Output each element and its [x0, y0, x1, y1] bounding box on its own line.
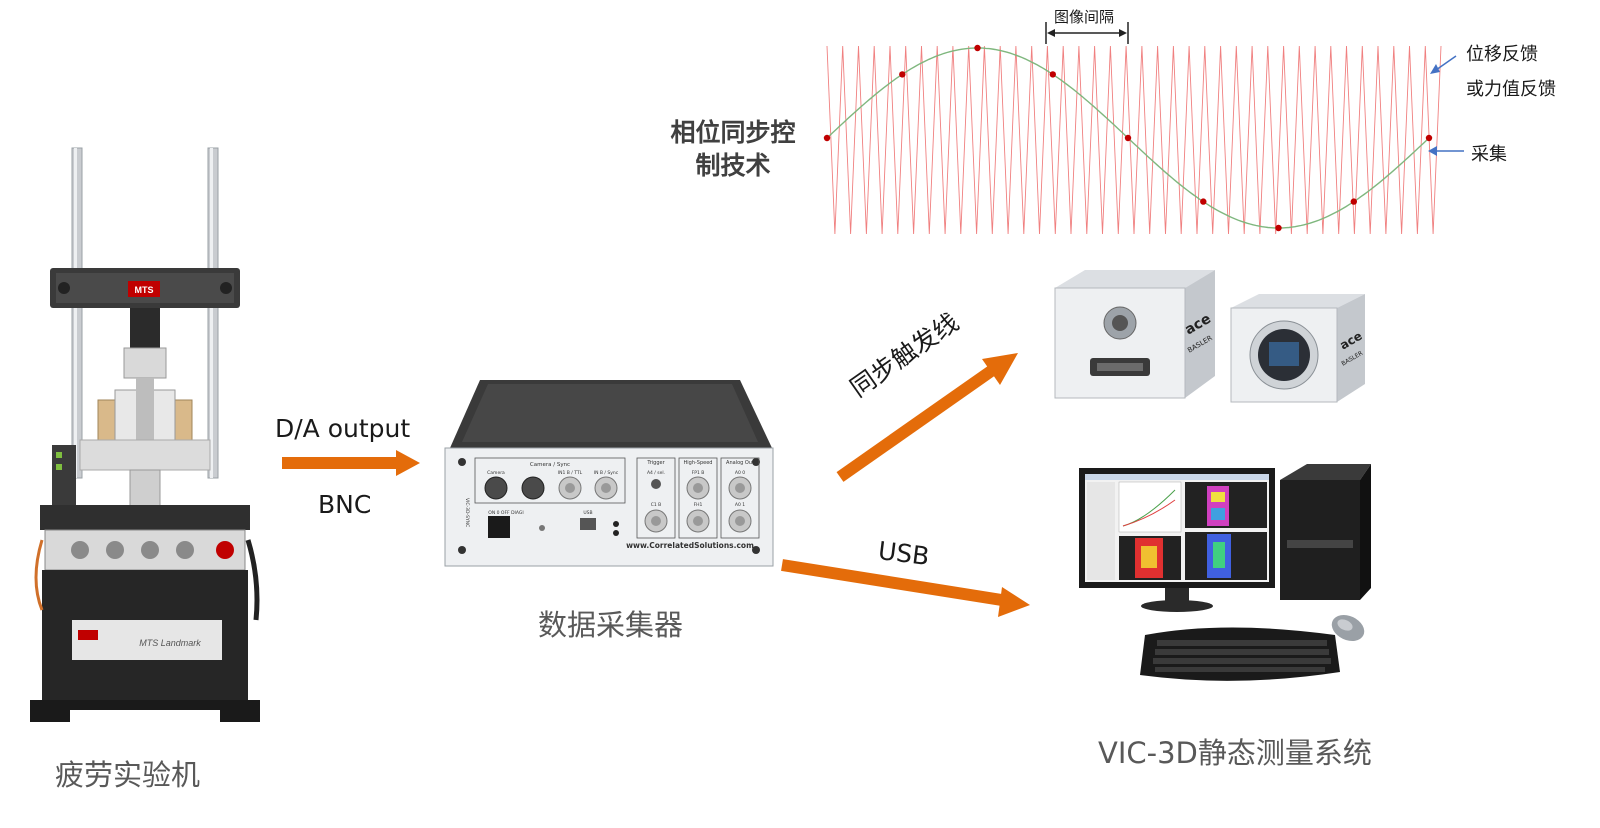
acquisition-point [1350, 198, 1357, 205]
daq-side-text: VIC-3D-SYNC [464, 498, 470, 527]
daq-caption: 数据采集器 [538, 608, 684, 642]
camera-rear: ace BASLER [1225, 292, 1375, 407]
daq-port-camera: Camera [487, 470, 505, 476]
fatigue-machine-caption: 疲劳实验机 [55, 758, 201, 792]
waveform-title: 相位同步控制技术 [670, 118, 796, 180]
bnc-label: BNC [318, 490, 372, 519]
acquisition-point [1049, 71, 1056, 78]
acquisition-point [1425, 134, 1433, 142]
daq-group-camera: Camera / Sync [530, 462, 570, 468]
computer-system [1075, 460, 1375, 705]
mts-landmark-text: MTS Landmark [139, 638, 201, 648]
acquisition-point [1124, 134, 1132, 142]
feedback-label-line1: 位移反馈 [1466, 44, 1538, 65]
feedback-label-line2: 或力值反馈 [1466, 79, 1556, 100]
daq-trigger-b: C1 B [651, 502, 662, 508]
daq-hs-top: FP1 B [692, 470, 705, 476]
image-interval-bracket [1044, 20, 1130, 46]
fatigue-testing-machine: MTS MTS Landmark [20, 140, 270, 740]
acquisition-label: 采集 [1471, 144, 1507, 165]
arrow-daq-to-computer [780, 555, 1035, 620]
daq-group-analog: Analog Out [726, 460, 754, 466]
system-caption: VIC-3D静态测量系统 [1098, 736, 1372, 770]
daq-hs-bottom: FH1 [694, 502, 703, 508]
acquisition-point [1275, 224, 1282, 232]
daq-group-trigger: Trigger [646, 460, 665, 466]
daq-website: www.CorrelatedSolutions.com [626, 541, 754, 550]
arrow-daq-to-cameras [832, 345, 1022, 490]
usb-label: USB [876, 536, 931, 572]
da-output-label: D/A output [275, 414, 411, 443]
camera-front: ace BASLER [1045, 268, 1225, 408]
carrier-zigzag [826, 45, 1442, 235]
daq-port-sync: IN B / Sync [594, 470, 619, 476]
acquisition-point [974, 44, 981, 52]
daq-group-highspeed: High-Speed [684, 460, 713, 466]
daq-usb-label: USB [583, 510, 592, 516]
mts-badge-text: MTS [135, 285, 154, 295]
callout-arrows [1426, 50, 1466, 160]
daq-port-in: IN1 B / TTL [558, 470, 583, 476]
data-acquisition-box: Camera / Sync Camera IN1 B / TTL IN B / … [440, 378, 775, 568]
image-interval-label: 图像间隔 [1054, 8, 1115, 26]
daq-trigger-a: A4 / sel. [647, 470, 665, 476]
daq-analog-bottom: A0 1 [735, 502, 745, 508]
daq-analog-top: A0 0 [735, 470, 745, 476]
daq-switch-label: ON 0 OFF DIAGI [488, 510, 523, 516]
acquisition-point [1200, 198, 1207, 205]
waveform-plot [815, 40, 1455, 240]
acquisition-point [823, 134, 831, 142]
arrow-machine-to-daq [282, 450, 422, 476]
acquisition-point [899, 71, 906, 78]
